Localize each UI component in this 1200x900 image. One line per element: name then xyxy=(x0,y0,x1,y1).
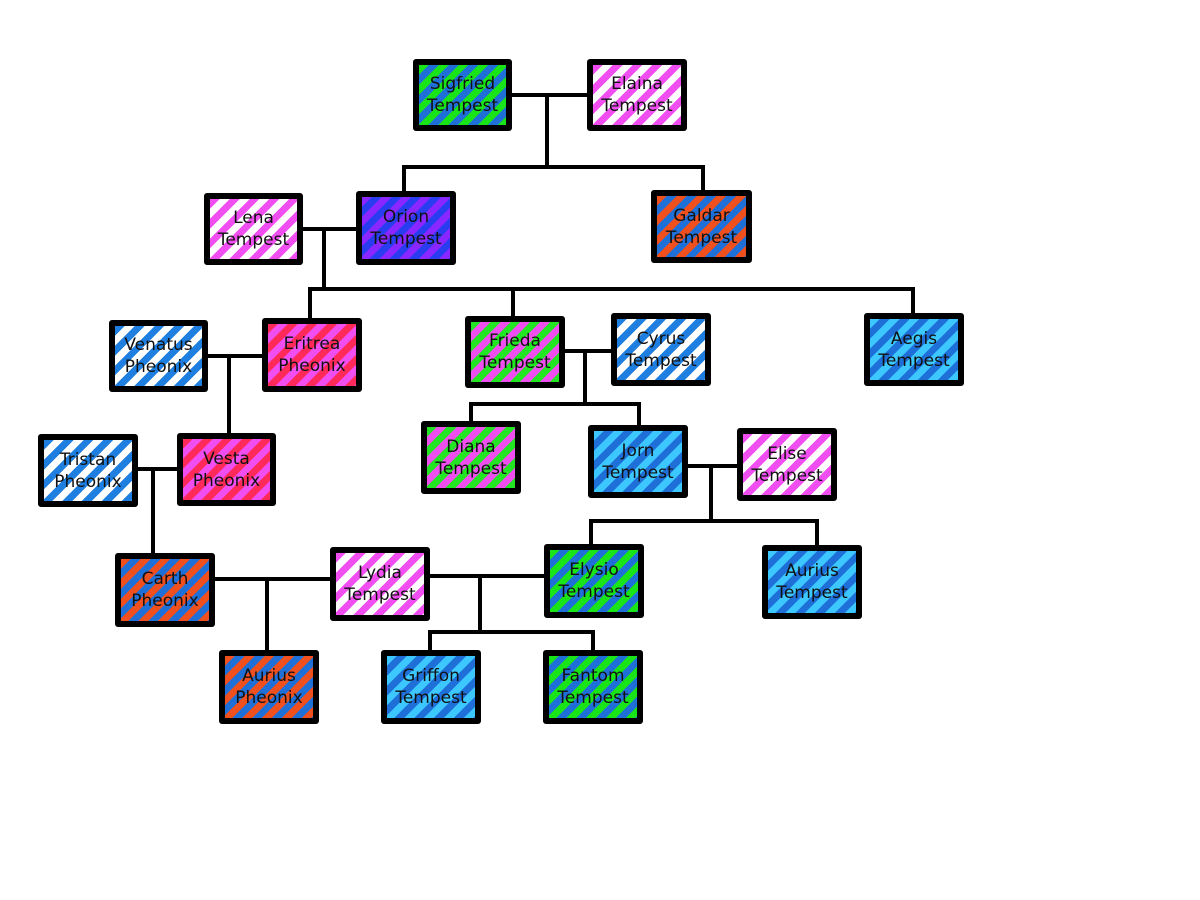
person-last-name: Tempest xyxy=(558,582,630,602)
person-last-name: Pheonix xyxy=(278,356,346,376)
person-last-name: Pheonix xyxy=(124,357,193,377)
person-first-name: Aurius xyxy=(242,666,296,686)
person-last-name: Tempest xyxy=(217,230,290,250)
person-first-name: Lydia xyxy=(358,563,402,583)
person-last-name: Tempest xyxy=(344,585,416,605)
person-last-name: Pheonix xyxy=(235,688,303,708)
person-last-name: Tempest xyxy=(776,583,848,603)
person-last-name: Tempest xyxy=(602,462,674,483)
person-first-name: Vesta xyxy=(203,448,250,469)
person-last-name: Tempest xyxy=(557,688,629,708)
person-first-name: Cyrus xyxy=(636,328,686,349)
person-first-name: Galdar xyxy=(673,205,730,226)
person-first-name: Fantom xyxy=(561,666,625,686)
person-first-name: Aegis xyxy=(890,328,938,349)
person-first-name: Elysio xyxy=(569,560,619,580)
person-last-name: Pheonix xyxy=(192,470,261,491)
person-last-name: Tempest xyxy=(625,350,697,371)
person-first-name: Eritrea xyxy=(283,334,341,354)
person-first-name: Carth xyxy=(141,569,189,589)
person-last-name: Tempest xyxy=(395,688,467,708)
person-last-name: Tempest xyxy=(601,96,673,116)
person-first-name: Orion xyxy=(382,207,430,227)
person-first-name: Jorn xyxy=(621,440,655,461)
person-first-name: Aurius xyxy=(785,561,839,581)
person-last-name: Tempest xyxy=(665,227,738,248)
person-first-name: Frieda xyxy=(489,331,541,351)
person-first-name: Elaina xyxy=(611,74,663,94)
person-first-name: Griffon xyxy=(402,666,460,686)
person-first-name: Sigfried xyxy=(429,74,496,94)
person-first-name: Venatus xyxy=(124,335,193,355)
person-last-name: Tempest xyxy=(878,350,950,371)
person-last-name: Tempest xyxy=(435,458,507,479)
person-last-name: Tempest xyxy=(426,96,499,116)
person-last-name: Pheonix xyxy=(131,591,199,611)
person-first-name: Diana xyxy=(446,436,496,457)
person-last-name: Tempest xyxy=(751,465,823,486)
person-first-name: Elise xyxy=(767,443,807,464)
person-first-name: Tristan xyxy=(59,449,117,470)
person-first-name: Lena xyxy=(233,208,274,228)
person-last-name: Pheonix xyxy=(54,471,122,492)
person-last-name: Tempest xyxy=(479,353,551,373)
person-last-name: Tempest xyxy=(370,229,442,249)
